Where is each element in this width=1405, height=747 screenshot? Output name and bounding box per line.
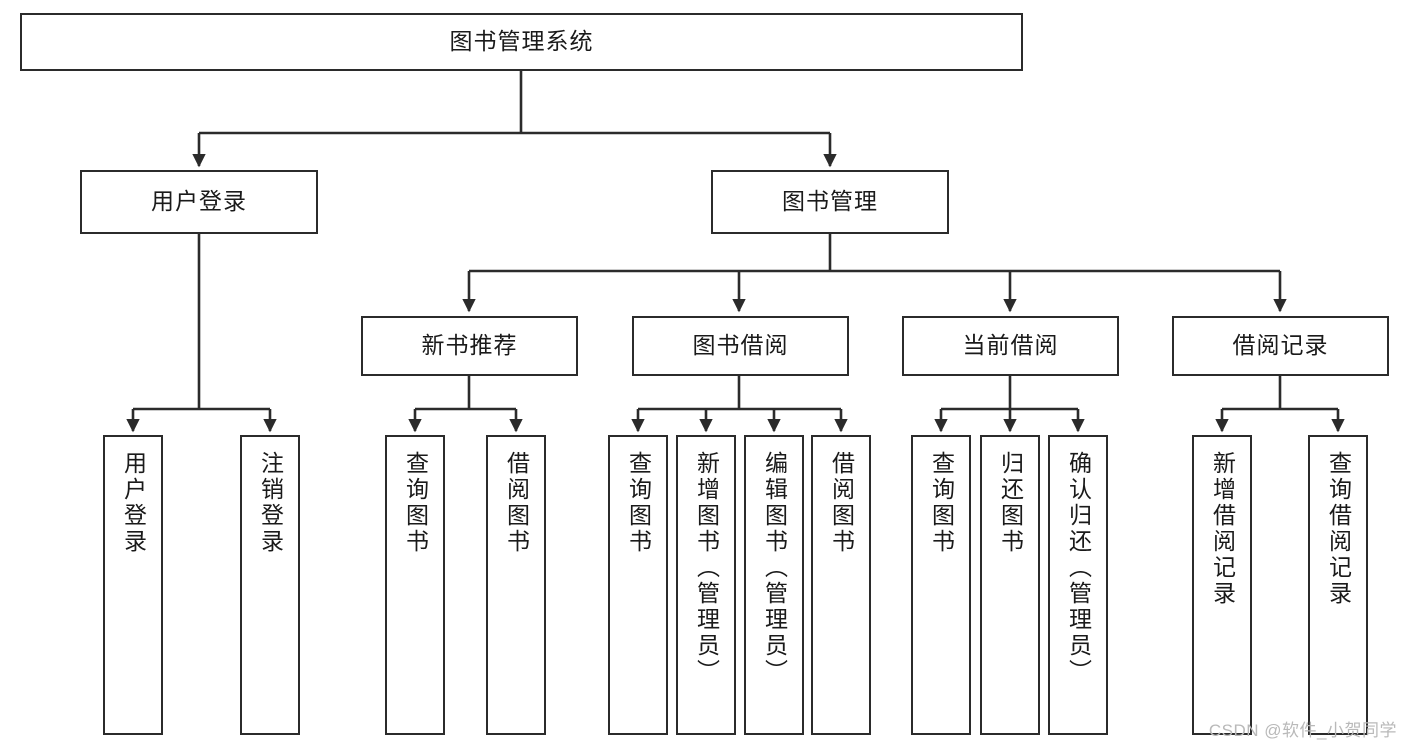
node-label: 新增图书（管理员）: [693, 451, 720, 685]
node-label: 编辑图书（管理员）: [761, 451, 788, 685]
node-label: 借阅记录: [1232, 332, 1329, 359]
leaf-logout[interactable]: 注销登录: [240, 435, 300, 735]
node-current-borrowing[interactable]: 当前借阅: [902, 316, 1119, 376]
leaf-query-book-recommendation[interactable]: 查询图书: [385, 435, 445, 735]
node-label: 查询图书: [625, 451, 652, 555]
node-borrowing-record[interactable]: 借阅记录: [1172, 316, 1389, 376]
leaf-edit-book-admin[interactable]: 编辑图书（管理员）: [744, 435, 804, 735]
node-label: 查询图书: [402, 451, 429, 555]
leaf-return-book[interactable]: 归还图书: [980, 435, 1040, 735]
node-book-borrowing[interactable]: 图书借阅: [632, 316, 849, 376]
node-label: 用户登录: [120, 451, 147, 555]
leaf-user-login[interactable]: 用户登录: [103, 435, 163, 735]
node-book-management[interactable]: 图书管理: [711, 170, 949, 234]
node-label: 图书借阅: [692, 332, 789, 359]
node-label: 图书管理系统: [449, 28, 594, 55]
leaf-add-book-admin[interactable]: 新增图书（管理员）: [676, 435, 736, 735]
csdn-watermark: CSDN @软件_小贺同学: [1208, 721, 1397, 740]
node-label: 新书推荐: [421, 332, 518, 359]
leaf-borrow-book-recommendation[interactable]: 借阅图书: [486, 435, 546, 735]
leaf-query-book-current[interactable]: 查询图书: [911, 435, 971, 735]
leaf-confirm-return-admin[interactable]: 确认归还（管理员）: [1048, 435, 1108, 735]
node-label: 用户登录: [151, 188, 247, 215]
node-new-book-recommendation[interactable]: 新书推荐: [361, 316, 578, 376]
node-label: 注销登录: [257, 451, 284, 555]
node-label: 查询借阅记录: [1325, 451, 1352, 607]
leaf-query-book-borrowing[interactable]: 查询图书: [608, 435, 668, 735]
node-label: 归还图书: [997, 451, 1024, 555]
leaf-add-borrowing-record[interactable]: 新增借阅记录: [1192, 435, 1252, 735]
node-book-management-system[interactable]: 图书管理系统: [20, 13, 1023, 71]
node-label: 查询图书: [928, 451, 955, 555]
leaf-query-borrowing-record[interactable]: 查询借阅记录: [1308, 435, 1368, 735]
node-label: 当前借阅: [962, 332, 1059, 359]
node-user-login[interactable]: 用户登录: [80, 170, 318, 234]
leaf-borrow-book-borrowing[interactable]: 借阅图书: [811, 435, 871, 735]
node-label: 新增借阅记录: [1209, 451, 1236, 607]
node-label: 图书管理: [782, 188, 878, 215]
node-label: 确认归还（管理员）: [1065, 451, 1092, 685]
node-label: 借阅图书: [503, 451, 530, 555]
node-label: 借阅图书: [828, 451, 855, 555]
